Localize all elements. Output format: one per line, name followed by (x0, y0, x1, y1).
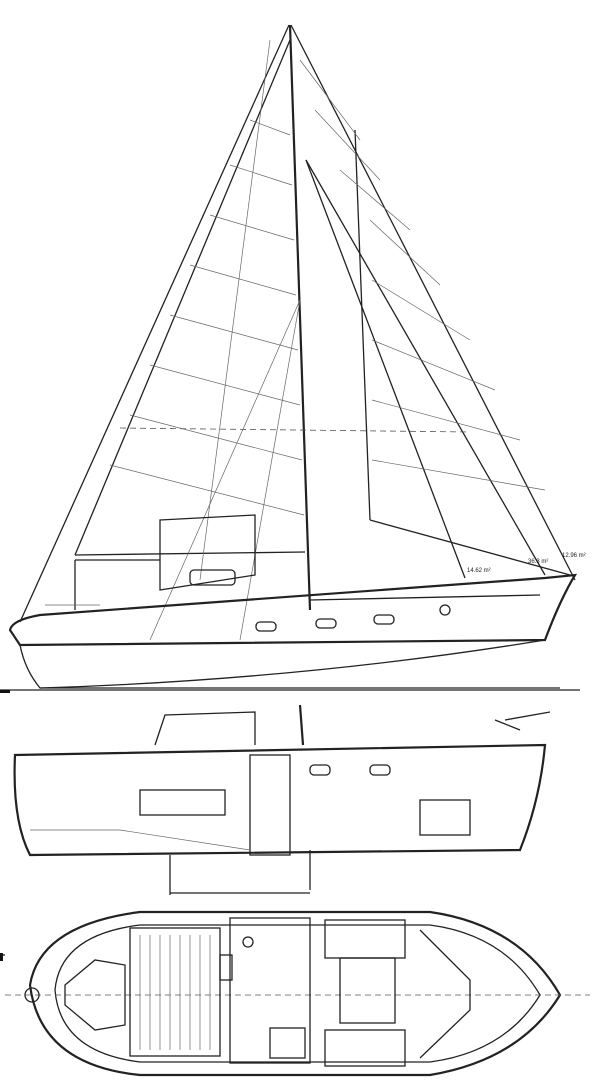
staysail-leech (305, 159, 466, 579)
mast (288, 24, 312, 611)
genoa-area-label: 12.96 m² (562, 553, 586, 559)
portholes (255, 604, 451, 632)
mainsail-leech (74, 39, 291, 556)
boom (74, 551, 306, 556)
scale-mark (0, 690, 10, 693)
interior-profile (13, 704, 551, 895)
sail-plan: 14.62 m² 36.3 m² 12.96 m² (19, 24, 586, 641)
scale-mark (0, 953, 3, 961)
sail-seams (109, 59, 546, 516)
hull-profile (0, 514, 580, 691)
foresail-area-label: 36.3 m² (528, 559, 548, 565)
cockpit-grating (139, 935, 211, 1050)
genoa-foot (369, 519, 571, 576)
backstay (19, 24, 290, 623)
inner-forestay (305, 159, 546, 576)
mainsail-area-label: 14.62 m² (467, 568, 491, 574)
forestay (290, 24, 576, 581)
genoa-leech (354, 129, 371, 521)
accommodation-plan (0, 910, 590, 1077)
